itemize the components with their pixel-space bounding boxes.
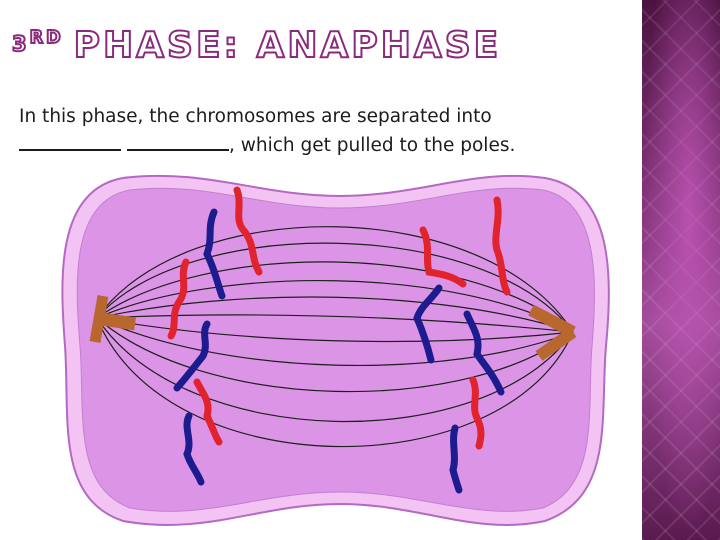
slide-body-text: In this phase, the chromosomes are separ…	[19, 102, 619, 160]
spindle-fibers	[96, 226, 574, 448]
fill-in-blank-2	[127, 133, 229, 151]
fill-in-blank-1	[19, 133, 121, 151]
title-ordinal-number: 3	[11, 32, 30, 56]
slide-title: 3RD PHASE: ANAPHASE	[11, 25, 502, 66]
anaphase-cell-illustration	[61, 174, 610, 527]
sentence-part-2: , which get pulled to the poles.	[229, 135, 516, 156]
title-ordinal: 3RD	[11, 28, 64, 56]
left-centrosome	[89, 295, 136, 343]
cell-inner-cytoplasm	[76, 187, 595, 512]
decorative-side-band	[642, 0, 720, 540]
sentence-part-1: In this phase, the chromosomes are separ…	[19, 106, 492, 127]
right-centrosome	[528, 304, 577, 361]
right-chromosome-set	[413, 196, 511, 494]
title-ordinal-suffix: RD	[29, 28, 64, 48]
title-main: PHASE: ANAPHASE	[73, 25, 502, 66]
left-chromosome-set	[167, 186, 263, 486]
